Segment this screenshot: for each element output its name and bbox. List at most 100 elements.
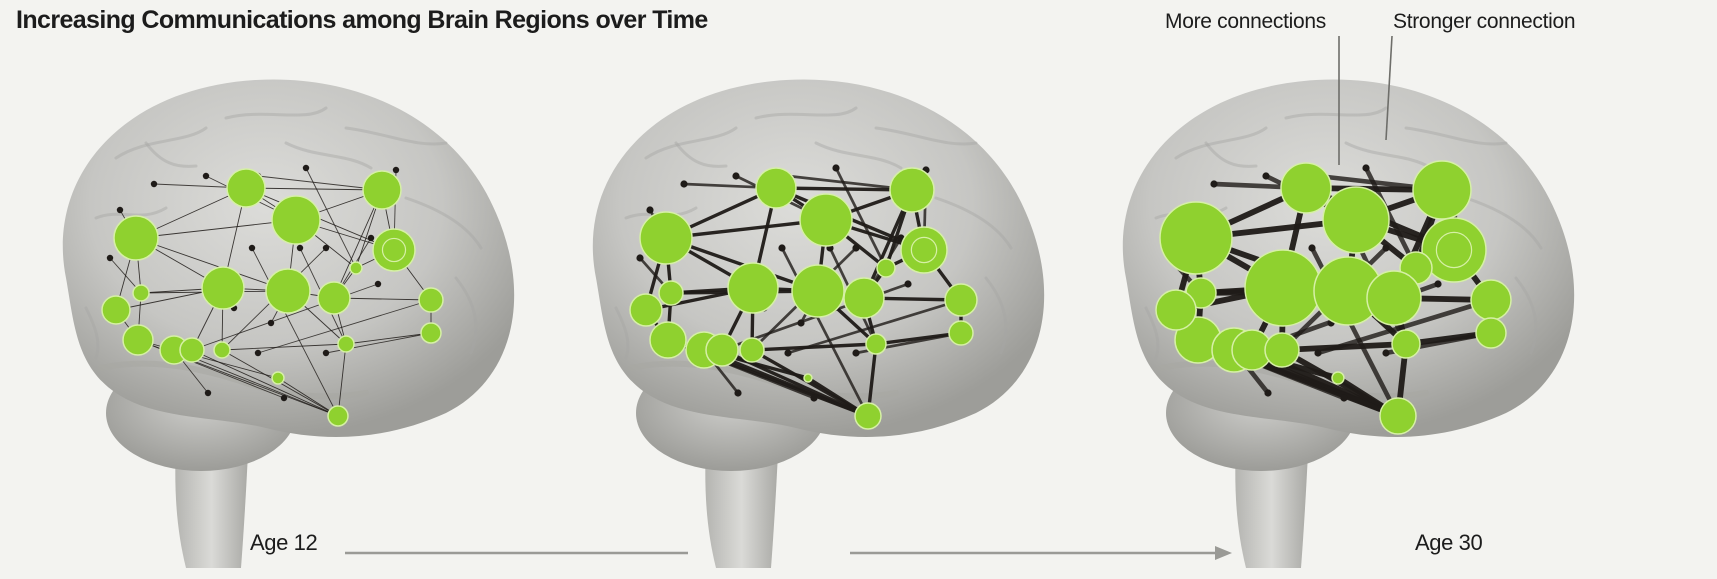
endpoint-dot [302, 164, 310, 172]
brain-region-node [179, 337, 205, 363]
brain-region-node [944, 283, 978, 317]
endpoint-dot [832, 164, 840, 172]
endpoint-dot [248, 244, 256, 252]
brain-region-node [649, 321, 687, 359]
endpoint-dot [374, 280, 382, 288]
endpoint-dot [784, 349, 792, 357]
brain-region-node [349, 261, 363, 275]
brain-sulcus [1404, 126, 1508, 146]
endpoint-dot [636, 254, 644, 262]
endpoint-dot [1382, 349, 1390, 357]
brain-region-node [271, 371, 285, 385]
brain-sulcus [1204, 141, 1258, 168]
brain-region-node [362, 170, 402, 210]
brain-region-node [1379, 397, 1417, 435]
brain-region-node [132, 284, 150, 302]
endpoint-dot [732, 172, 740, 180]
brain-region-node [658, 280, 684, 306]
age-end-label: Age 30 [1415, 530, 1483, 555]
endpoint-dot [680, 180, 688, 188]
brain-region-node [271, 195, 321, 245]
endpoint-dot [116, 206, 124, 214]
brain-region-node [799, 193, 853, 247]
brain-sulcus [1514, 276, 1538, 355]
brain-region-node [201, 266, 245, 310]
brain-region-node [101, 295, 131, 325]
endpoint-dot [392, 166, 400, 174]
connection-edge [221, 343, 347, 351]
brain-region-node [900, 226, 948, 274]
connection-edge [135, 219, 297, 239]
region-nodes [629, 167, 978, 430]
brain-region-node [843, 277, 885, 319]
brain-sulcus [284, 141, 373, 170]
endpoint-dot [106, 254, 114, 262]
connection-edge [664, 218, 828, 240]
endpoint-dot [322, 244, 330, 252]
connection-edge [257, 175, 383, 191]
brain-region-node [791, 264, 845, 318]
brain-region-node [420, 322, 442, 344]
brain-region-node [113, 215, 159, 261]
endpoint-dot [1362, 164, 1370, 172]
node-inner-ring [910, 236, 938, 264]
connection-edge [257, 299, 432, 354]
connection-edge [305, 167, 357, 269]
brain-stage-3 [1122, 79, 1575, 568]
connection-edge [664, 236, 820, 293]
timeline-arrow [345, 546, 1232, 560]
brain-region-node [1280, 162, 1332, 214]
brain-sulcus [454, 276, 478, 355]
brain-sulcus [1174, 126, 1268, 160]
brain-region-node [1159, 201, 1233, 275]
brain-region-node [213, 341, 231, 359]
brain-region-node [1264, 332, 1300, 368]
brain-region-node [418, 287, 444, 313]
brain-region-node [755, 167, 797, 209]
connection-edge [1363, 166, 1419, 270]
node-inner-ring [1435, 231, 1473, 269]
endpoint-dot [150, 180, 158, 188]
brain-sulcus [224, 106, 328, 120]
brain-region-node [639, 211, 693, 265]
brain-stem [705, 443, 778, 568]
node-inner-ring [381, 237, 407, 263]
brain-region-node [865, 333, 887, 355]
brain-sulcus [934, 196, 1013, 250]
brain-region-node [226, 168, 266, 208]
endpoint-dot [734, 389, 742, 397]
brain-stage-2 [592, 79, 1045, 568]
endpoint-dot [852, 244, 860, 252]
brain-sulcus [874, 126, 978, 146]
brain-region-node [1331, 371, 1345, 385]
brain-region-node [327, 405, 349, 427]
brain-region-node [948, 320, 974, 346]
endpoint-dot [204, 389, 212, 397]
brain-region-node [705, 333, 739, 367]
age-start-label: Age 12 [250, 530, 318, 555]
brain-region-node [372, 228, 416, 272]
brain-stage-1 [62, 79, 515, 568]
connection-edge [245, 187, 383, 191]
brain-sulcus [644, 126, 738, 160]
endpoint-dot [810, 394, 818, 402]
brain-sulcus [614, 306, 630, 360]
brain-region-node [727, 262, 779, 314]
brain-sulcus [114, 126, 208, 160]
more-connections-label: More connections [1165, 10, 1326, 33]
brain-region-node [803, 373, 813, 383]
brain-region-node [1470, 279, 1512, 321]
brain-sulcus [1464, 196, 1543, 250]
region-nodes [101, 168, 444, 427]
connection-edge [787, 298, 962, 355]
brain-sulcus [1284, 106, 1388, 120]
endpoint-dot [1262, 172, 1270, 180]
endpoint-dot [254, 349, 262, 357]
connection-edge [834, 167, 888, 269]
brain-sulcus [344, 126, 448, 146]
brain-region-node [629, 293, 663, 327]
brain-sulcus [84, 306, 100, 360]
endpoint-dot [904, 280, 912, 288]
region-nodes [1155, 160, 1512, 435]
connection-edge [1317, 297, 1492, 356]
